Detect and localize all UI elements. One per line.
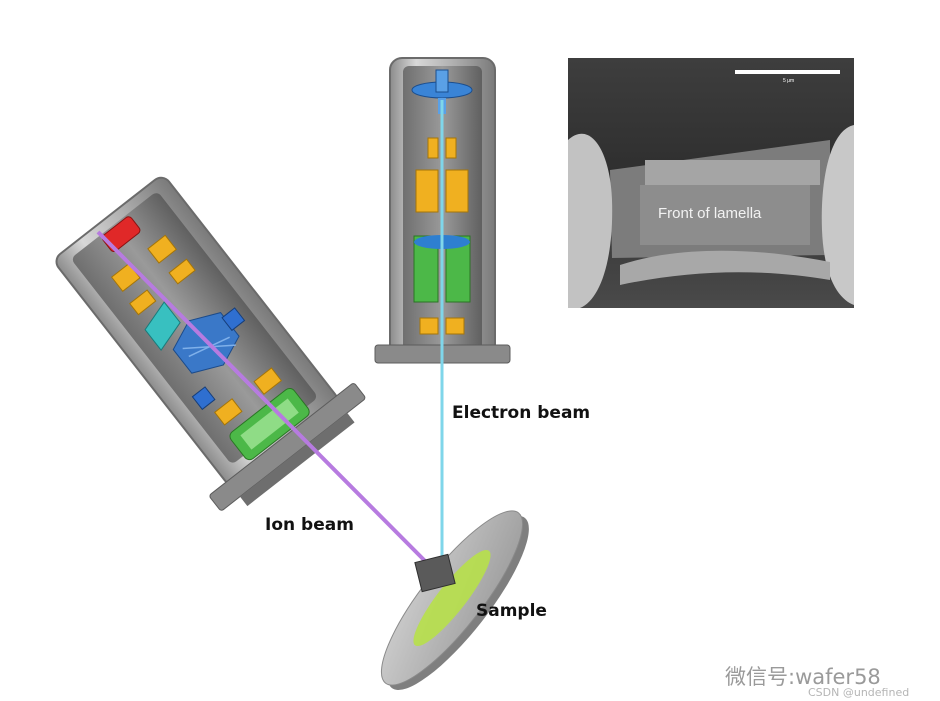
watermark-subtext: CSDN @undefined (808, 686, 909, 699)
electron-lens-icon (427, 137, 457, 159)
ion-lens-icon (110, 234, 178, 293)
electron-beam-label: Electron beam (452, 403, 590, 423)
sample-stage (380, 510, 529, 691)
scale-bar (735, 70, 840, 74)
watermark-text: 微信号:wafer58 (725, 665, 881, 689)
ion-aperture-icon (221, 307, 246, 332)
sample-block-icon (414, 553, 456, 593)
ion-lens-icon (214, 367, 283, 426)
ion-blanker-icon (144, 301, 181, 352)
ion-source-icon (101, 216, 141, 252)
micrograph-caption: Front of lamella (658, 205, 762, 222)
sample-label: Sample (476, 601, 547, 621)
electron-lens-icon (419, 317, 465, 335)
ion-lens-icon (129, 258, 196, 316)
electron-lens-icon (415, 169, 469, 213)
sem-micrograph: Front of lamella 5 μm (568, 58, 854, 308)
electron-objective-lens-icon (413, 235, 471, 303)
ion-beam-line (96, 230, 434, 570)
ion-aperture-icon (191, 386, 216, 411)
scale-bar-label: 5 μm (783, 78, 794, 84)
ion-beam-label: Ion beam (265, 515, 354, 535)
